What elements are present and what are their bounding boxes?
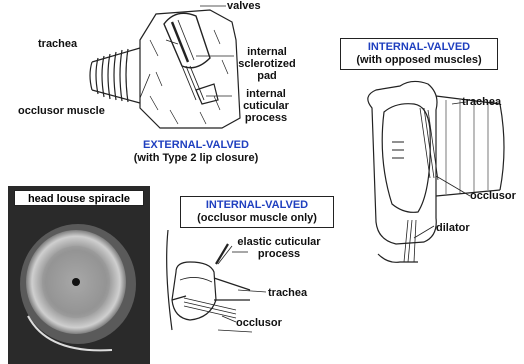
internal-cuticular-process-shape <box>196 84 218 104</box>
opposed-body-outline <box>368 81 437 244</box>
label-trachea-occlusor: trachea <box>268 287 307 299</box>
occlusor-cuticle-line <box>167 230 172 330</box>
label-valves: valves <box>227 0 261 12</box>
opposed-occlusor-fibers <box>420 108 438 180</box>
label-trachea-opposed: trachea <box>462 96 501 108</box>
label-occlusor-muscle: occlusor muscle <box>18 105 105 117</box>
external-valved-subtitle: (with Type 2 lip closure) <box>118 152 274 165</box>
label-elastic-cuticular-process: elastic cuticular process <box>222 236 336 260</box>
internal-opposed-caption: INTERNAL-VALVED (with opposed muscles) <box>340 38 498 70</box>
internal-occlusor-subtitle: (occlusor muscle only) <box>185 212 329 225</box>
occlusor-only-fibers <box>184 298 236 318</box>
photo-title: head louse spiracle <box>14 190 144 206</box>
label-occlusor-opposed: occlusor <box>470 190 516 202</box>
external-valved-drawing <box>90 6 240 128</box>
internal-opposed-subtitle: (with opposed muscles) <box>345 54 493 67</box>
external-trachea-tube <box>90 48 140 103</box>
external-occlusor-muscle <box>182 66 204 100</box>
external-valved-caption: EXTERNAL-VALVED (with Type 2 lip closure… <box>114 137 278 169</box>
label-trachea-external: trachea <box>38 38 77 50</box>
label-internal-sclerotized-pad: internal sclerotized pad <box>234 46 300 82</box>
internal-opposed-drawing <box>368 81 504 262</box>
head-louse-spiracle-photo <box>8 186 150 364</box>
internal-occlusor-title: INTERNAL-VALVED <box>185 199 329 212</box>
spiracle-micrograph <box>8 186 150 364</box>
label-internal-cuticular-process: internal cuticular process <box>234 88 298 124</box>
internal-occlusor-caption: INTERNAL-VALVED (occlusor muscle only) <box>180 196 334 228</box>
opposed-dilator-fibers <box>404 220 416 262</box>
label-dilator: dilator <box>436 222 470 234</box>
internal-opposed-title: INTERNAL-VALVED <box>345 41 493 54</box>
opposed-trachea-tube <box>436 96 504 196</box>
label-occlusor-occlusor-only: occlusor <box>236 317 282 329</box>
external-valved-title: EXTERNAL-VALVED <box>118 139 274 152</box>
